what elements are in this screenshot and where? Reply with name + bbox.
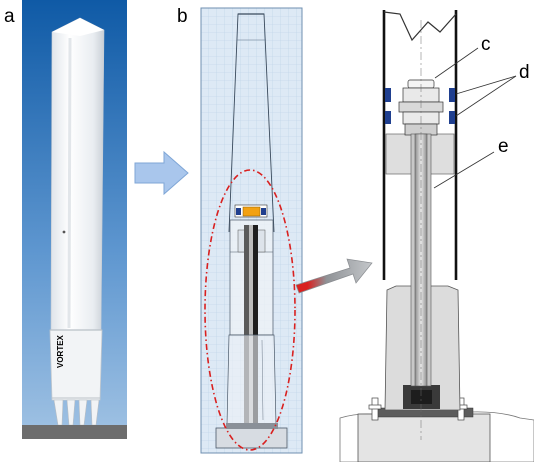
anchor-nut-left bbox=[368, 404, 382, 410]
panel-detail bbox=[339, 10, 534, 462]
cad-base-plate bbox=[226, 423, 278, 429]
photo-bottom-white bbox=[22, 439, 127, 462]
cad-damper-right bbox=[261, 208, 266, 215]
cad-lower-housing bbox=[226, 334, 277, 426]
zoom-arrow-icon bbox=[295, 258, 373, 294]
mast-hole bbox=[62, 230, 66, 234]
panel-a-photo: VORTEX bbox=[22, 0, 127, 462]
mast-body bbox=[50, 17, 105, 331]
callout-e-label: e bbox=[498, 136, 509, 157]
cad-rod-right bbox=[253, 225, 258, 430]
cad-rod-gap bbox=[249, 225, 253, 430]
damper-lower-right bbox=[449, 111, 455, 124]
concrete-foundation bbox=[357, 413, 491, 462]
damper-upper-right bbox=[449, 88, 455, 102]
cad-damper-left bbox=[236, 208, 241, 215]
mast-tip bbox=[52, 18, 104, 36]
ground-plate bbox=[22, 425, 127, 439]
callout-c-leader bbox=[434, 47, 479, 79]
panel-b-cad bbox=[200, 7, 303, 454]
arrow-right-icon bbox=[134, 150, 189, 196]
mast-cutoff bbox=[383, 11, 457, 42]
damper-lower-left bbox=[385, 111, 391, 124]
mast-highlight bbox=[67, 37, 72, 329]
panel-b-label: b bbox=[177, 6, 188, 27]
callout-d-leader-2 bbox=[455, 75, 517, 117]
highlight-ellipse bbox=[204, 169, 296, 451]
callout-c-label: c bbox=[481, 34, 491, 55]
cad-lower-line bbox=[261, 339, 264, 421]
panel-a-label: a bbox=[4, 6, 15, 27]
cad-base bbox=[215, 427, 288, 449]
cad-rod-left bbox=[244, 225, 249, 430]
callout-e-leader bbox=[433, 151, 495, 189]
vortex-logo-text: VORTEX bbox=[56, 334, 65, 368]
callout-d-label: d bbox=[519, 62, 530, 83]
damper-upper-left bbox=[385, 88, 391, 102]
cad-frame bbox=[200, 7, 303, 454]
cad-magnet bbox=[242, 206, 261, 217]
rod-clamp-inner bbox=[411, 390, 432, 404]
callout-d-leader-1 bbox=[455, 75, 517, 95]
